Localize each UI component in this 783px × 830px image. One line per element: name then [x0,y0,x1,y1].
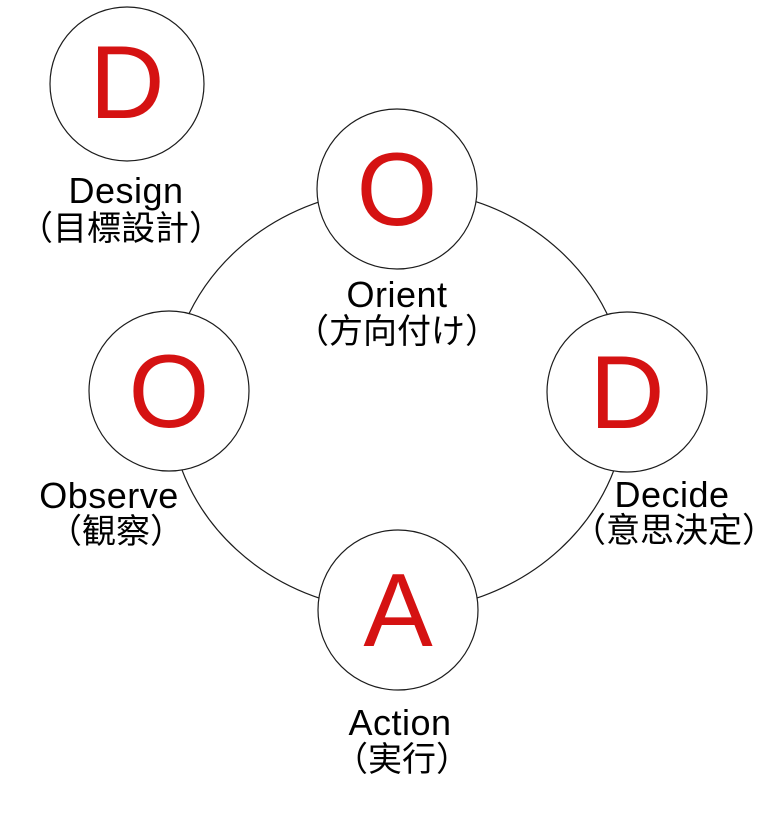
decide-label: Decide [614,474,729,515]
node-action: A Action （実行） [317,529,479,779]
node-orient: O Orient （方向付け） [295,108,499,351]
design-circle [49,6,205,162]
orient-letter: O [357,132,438,248]
action-label-ja: （実行） [334,741,470,779]
orient-label-ja: （方向付け） [295,313,499,351]
node-decide: D Decide （意思決定） [546,311,776,550]
node-design: D Design （目標設計） [19,6,223,248]
design-label-ja: （目標設計） [19,210,223,248]
design-label: Design [68,170,183,211]
action-letter: A [363,553,433,669]
decide-circle [546,311,708,473]
observe-label-ja: （観察） [48,513,184,551]
decide-letter: D [589,335,664,451]
observe-letter: O [129,334,210,450]
orient-label: Orient [346,274,447,315]
node-observe: O Observe （観察） [39,310,250,551]
decide-label-ja: （意思決定） [572,512,776,550]
observe-label: Observe [39,475,179,516]
action-circle [317,529,479,691]
orient-circle [316,108,478,270]
action-label: Action [348,702,451,743]
observe-circle [88,310,250,472]
design-letter: D [89,25,164,141]
